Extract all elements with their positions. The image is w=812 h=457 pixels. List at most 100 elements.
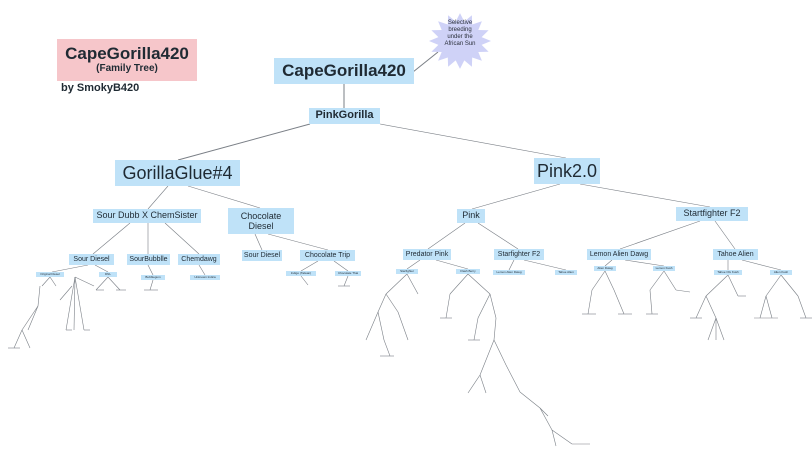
connector-line (267, 233, 329, 251)
connector-line (51, 264, 89, 273)
connector-line (539, 407, 553, 431)
connector-line (591, 270, 606, 291)
connector-line (333, 260, 349, 272)
connector-line (649, 270, 665, 291)
connector-line (587, 289, 593, 315)
node-predator-pink: Predator Pink (403, 249, 451, 260)
callout-line: breeding (448, 27, 472, 34)
node-bubblegum: Bubblegum (141, 275, 165, 280)
connector-line (37, 285, 41, 307)
connector-line (149, 279, 154, 291)
node-alien-dawg: Alien Dawg (594, 266, 616, 271)
connector-line (551, 429, 557, 447)
connector-line (705, 274, 729, 297)
connector-line (94, 264, 109, 273)
node-lemon-kush: Lemon Kush (653, 266, 675, 271)
connector-line (477, 293, 491, 319)
connector-line (377, 311, 385, 341)
connector-line (435, 259, 469, 270)
node-original-diesel: Original Diesel (36, 272, 64, 277)
connector-line (27, 305, 39, 331)
node-unknown-indica: Unknown Indica (190, 275, 220, 280)
node-startfighter-f2: Startfighter F2 (676, 207, 748, 221)
starburst-shape (429, 13, 491, 69)
connector-line (73, 276, 76, 331)
connector-line (49, 276, 57, 287)
connector-line (649, 289, 653, 315)
connector-line (579, 183, 711, 208)
connector-line (74, 276, 85, 331)
connector-line (489, 293, 497, 319)
connector-line (508, 259, 515, 271)
connector-line (519, 391, 541, 409)
page-title: CapeGorilla420 (65, 43, 189, 63)
connector-line (385, 273, 408, 295)
connector-line (13, 329, 23, 349)
node-lemon-alien-dawg: Lemon Alien Dawg (587, 249, 651, 260)
node-pink20: Pink2.0 (534, 158, 600, 184)
connector-line (107, 276, 121, 291)
node-indigo-taiwan: Indigo (Taiwan) (286, 271, 316, 276)
connector-line (715, 317, 725, 341)
connector-line (505, 364, 521, 393)
node-chocolate-diesel: Chocolate Diesel (228, 208, 294, 234)
node-sour-dubb-x-chemsister: Sour Dubb X ChemSister (93, 209, 201, 223)
node-flash-berry: Flash Berry (456, 269, 480, 274)
connector-line (479, 339, 495, 376)
connector-line (797, 295, 807, 319)
connector-line (759, 295, 767, 319)
node-starfighter-f2: Starfighter F2 (494, 249, 544, 260)
node-alien-kush: Alien Kush (770, 270, 792, 275)
connector-line (21, 305, 39, 331)
node-starfighter: Starfighter (396, 269, 418, 274)
connector-line (523, 259, 567, 271)
connector-line (707, 317, 717, 341)
connector-line (147, 185, 169, 210)
connector-line (765, 274, 782, 297)
connector-line (187, 185, 261, 209)
connector-line (445, 293, 451, 319)
connector-line (377, 293, 387, 313)
connector-line (663, 270, 677, 291)
connector-line (493, 339, 507, 366)
node-sourbubblle: SourBubblle (127, 254, 170, 265)
connector-line (406, 259, 421, 270)
connector-line (379, 123, 567, 159)
connector-line (177, 123, 311, 161)
connector-line (539, 407, 549, 417)
connector-line (604, 259, 613, 267)
connector-line (21, 329, 31, 349)
connector-line (343, 275, 349, 287)
connector-line (741, 259, 782, 271)
connector-line (383, 339, 391, 357)
connector-line (714, 220, 736, 250)
title-box: CapeGorilla420 (Family Tree) (57, 39, 197, 81)
node-chocolate-trip: Chocolate Trip (300, 250, 355, 261)
connector-line (74, 276, 95, 287)
connector-line (727, 274, 739, 297)
connector-line (471, 183, 561, 210)
connector-line (95, 276, 109, 291)
connector-line (406, 273, 419, 295)
connector-line (365, 311, 379, 341)
connector-line (675, 289, 691, 293)
connector-line (254, 233, 263, 251)
connector-line (765, 295, 773, 319)
connector-line (164, 222, 200, 255)
connector-line (613, 289, 625, 315)
connector-line (92, 222, 131, 255)
author-byline: by SmokyB420 (61, 82, 140, 94)
connector-line (479, 374, 487, 394)
node-dnl: DNL (99, 272, 117, 277)
node-tahoe-og-kush: Tahoe OG Kush (714, 270, 742, 275)
callout-line: Selective (447, 20, 473, 26)
callout-text: Selective breeding under the African Sun (427, 20, 493, 60)
connector-line (493, 317, 497, 341)
connector-line (397, 311, 409, 341)
connector-line (41, 276, 51, 287)
connector-line (412, 51, 439, 73)
connector-line (780, 274, 799, 297)
connector-line (449, 273, 469, 295)
callout-line: African Sun (444, 41, 476, 48)
